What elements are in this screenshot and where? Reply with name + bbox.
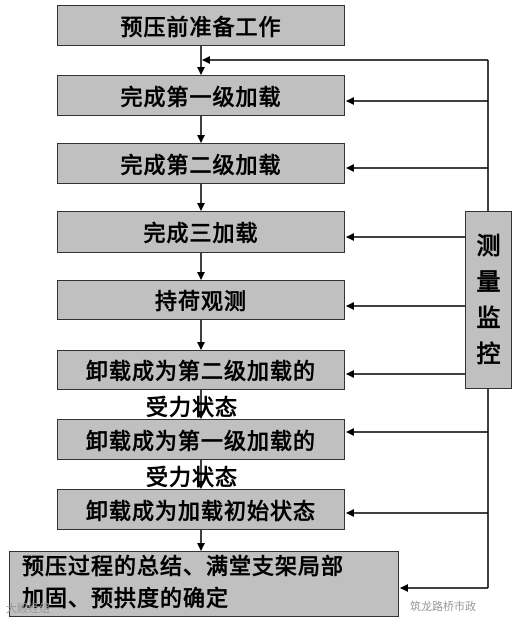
step-box-load-1: 完成第一级加载: [57, 75, 345, 116]
step-label-line-2: 加固、预拱度的确定: [22, 587, 230, 612]
step-box-unload-initial: 卸载成为加载初始状态: [57, 489, 345, 530]
step-box-hold-observe: 持荷观测: [57, 280, 345, 320]
monitoring-box: 测 量 监 控: [465, 211, 512, 389]
step-box-load-3: 完成三加载: [57, 211, 345, 253]
watermark-left: 大殿经组: [6, 600, 50, 616]
step-label-line-1: 预压过程的总结、满堂支架局部: [22, 555, 345, 580]
step-box-prep: 预压前准备工作: [57, 5, 345, 46]
step-label: 卸载成为第一级加载的: [85, 429, 316, 455]
watermark-right-text: 筑龙路桥市政: [410, 600, 476, 613]
monitor-char: 测: [476, 232, 501, 260]
monitor-char: 量: [476, 268, 501, 296]
step-label-overflow: 受力状态: [146, 396, 239, 421]
step-box-unload-to-2: 卸载成为第二级加载的: [57, 350, 345, 390]
step-label: 卸载成为加载初始状态: [85, 499, 316, 525]
step-label: 完成第一级加载: [120, 85, 282, 111]
step-label: 卸载成为第二级加载的: [85, 360, 316, 385]
step-label-overflow: 受力状态: [146, 466, 239, 491]
watermark-right: 筑龙路桥市政: [410, 598, 476, 614]
step-box-load-2: 完成第二级加载: [57, 143, 345, 184]
step-label: 预压前准备工作: [120, 15, 282, 41]
step-box-summary: 预压过程的总结、满堂支架局部 加固、预拱度的确定: [9, 551, 399, 617]
step-label: 持荷观测: [154, 290, 247, 315]
monitor-char: 控: [476, 340, 501, 368]
step-label: 完成第二级加载: [120, 153, 282, 179]
watermark-left-text: 大殿经组: [6, 602, 50, 615]
monitor-char: 监: [476, 304, 501, 332]
step-box-unload-to-1: 卸载成为第一级加载的: [57, 419, 345, 460]
step-label: 完成三加载: [143, 222, 259, 247]
